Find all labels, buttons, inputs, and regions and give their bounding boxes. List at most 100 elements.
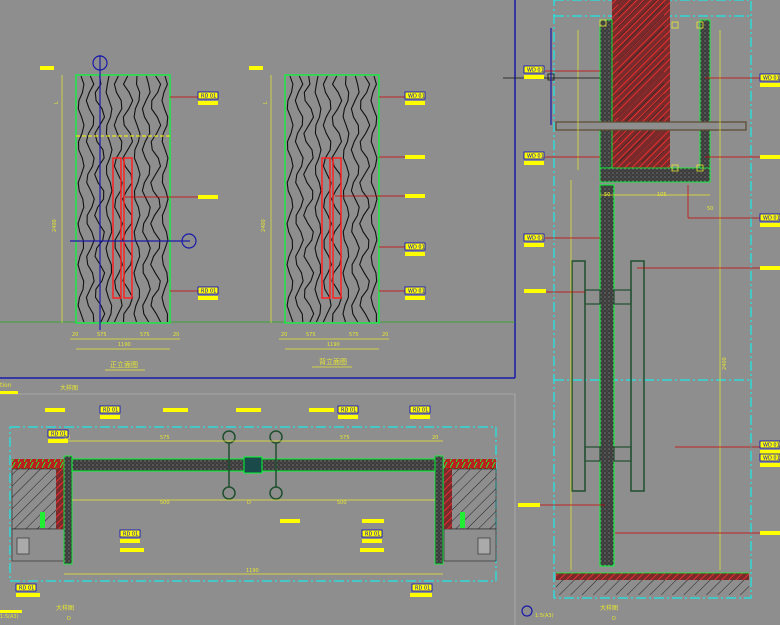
tag-blank <box>236 408 261 412</box>
view-scale: 1:5(A3) <box>0 614 19 620</box>
material-tag <box>119 529 141 538</box>
material-tag <box>15 583 37 592</box>
material-tag <box>47 429 69 438</box>
dim-top: L <box>54 101 60 104</box>
tag-blank <box>198 195 218 199</box>
tag-blank <box>524 289 546 293</box>
material-tag-text: WD 01 <box>763 216 780 222</box>
tag-blank <box>163 408 188 412</box>
material-tag-text: WD 01 <box>527 236 544 242</box>
wood-grain-line <box>322 75 332 323</box>
dim-text: 105 <box>657 192 667 198</box>
fragment-label: tion <box>0 382 12 389</box>
gasket <box>40 512 45 528</box>
frame-filler <box>444 469 452 529</box>
tag-blank <box>405 194 425 198</box>
handle-left <box>321 157 331 299</box>
front-elevation: 2400 L 20 575 575 20 1190 正立面图 <box>40 55 197 371</box>
tag-subtext <box>48 439 68 443</box>
tag-subtext <box>198 296 218 300</box>
screw-icon <box>599 19 607 27</box>
dim-text: 500 <box>337 500 347 506</box>
screw-icon <box>696 21 704 29</box>
tag-subtext <box>100 415 120 419</box>
dim-text: 575 <box>140 332 150 338</box>
dim-text: 20 <box>64 435 70 441</box>
view-title: 大样图 <box>600 604 618 612</box>
hinge-icon <box>477 537 491 555</box>
view-scale: 1:5(A3) <box>535 613 554 619</box>
wood-grain-line <box>141 75 151 323</box>
material-tag-text: RD 01 <box>123 532 138 538</box>
wood-grain-line <box>370 75 378 322</box>
door-leaf-section <box>599 184 615 567</box>
material-tag-text: WD 01 <box>527 154 544 160</box>
material-tag <box>523 233 545 242</box>
door-frame <box>63 455 73 565</box>
door-frame <box>434 455 444 565</box>
wall-masonry <box>11 468 65 530</box>
hinge-icon <box>16 537 30 555</box>
view-title: 正立面图 <box>110 360 138 369</box>
wood-grain-line <box>359 75 371 323</box>
handle-right <box>123 157 133 299</box>
material-tag-text: RD 01 <box>341 408 356 414</box>
material-tag <box>404 91 426 100</box>
material-tag <box>409 405 431 414</box>
material-tag-text: RD 01 <box>413 408 428 414</box>
door-head <box>599 167 711 183</box>
screw-icon <box>671 164 679 172</box>
material-tag-text: WD 01 <box>408 289 425 295</box>
dim-text: 20 <box>72 332 78 338</box>
screw-icon <box>696 164 704 172</box>
material-tag-text: WD 01 <box>763 456 780 462</box>
material-tag-text: WD 01 <box>408 94 425 100</box>
pull-handle <box>630 260 645 492</box>
frame-jamb <box>599 19 613 169</box>
tag-subtext <box>338 415 358 419</box>
wall-finish <box>444 459 496 469</box>
handle-knob <box>222 486 236 500</box>
wall-finish <box>12 459 64 469</box>
wood-grain-line <box>94 75 106 323</box>
wood-grain-line <box>113 75 123 323</box>
material-tag <box>99 405 121 414</box>
handle-standoff <box>584 446 601 462</box>
dim-text: 50 <box>604 192 610 198</box>
material-tag <box>404 286 426 295</box>
tag-blank <box>280 519 300 523</box>
material-tag <box>759 213 780 222</box>
ceiling-line <box>555 121 747 131</box>
sheet-ref: D <box>67 616 71 622</box>
dim-text: 20 <box>173 332 179 338</box>
pull-handle <box>571 260 586 492</box>
tag-subtext <box>760 463 780 467</box>
tag-subtext <box>362 539 382 543</box>
tag-blank <box>518 503 540 507</box>
dim-text: 20 <box>281 332 287 338</box>
tag-blank <box>760 155 780 159</box>
lintel-masonry <box>618 0 664 162</box>
wood-grain-line <box>77 75 85 323</box>
dim-height: 2400 <box>261 219 267 232</box>
handle-standoff <box>613 289 632 305</box>
tag-subtext <box>524 75 544 79</box>
material-tag <box>411 583 433 592</box>
wood-grain <box>77 75 169 323</box>
tag-subtext <box>524 243 544 247</box>
dim-total: 1190 <box>246 568 259 574</box>
axis-frame <box>553 0 752 599</box>
frame-filler <box>56 469 64 529</box>
dim-total: 1190 <box>327 342 340 348</box>
back-elevation: 2400 L 20 575 575 20 1190 背立面图 <box>249 66 389 368</box>
tag-subtext <box>760 450 780 454</box>
meeting-stile <box>243 456 263 474</box>
wall-masonry <box>443 468 497 530</box>
wood-grain-line <box>303 75 315 323</box>
material-tag-text: WD 01 <box>763 443 780 449</box>
tag-blank <box>362 519 384 523</box>
